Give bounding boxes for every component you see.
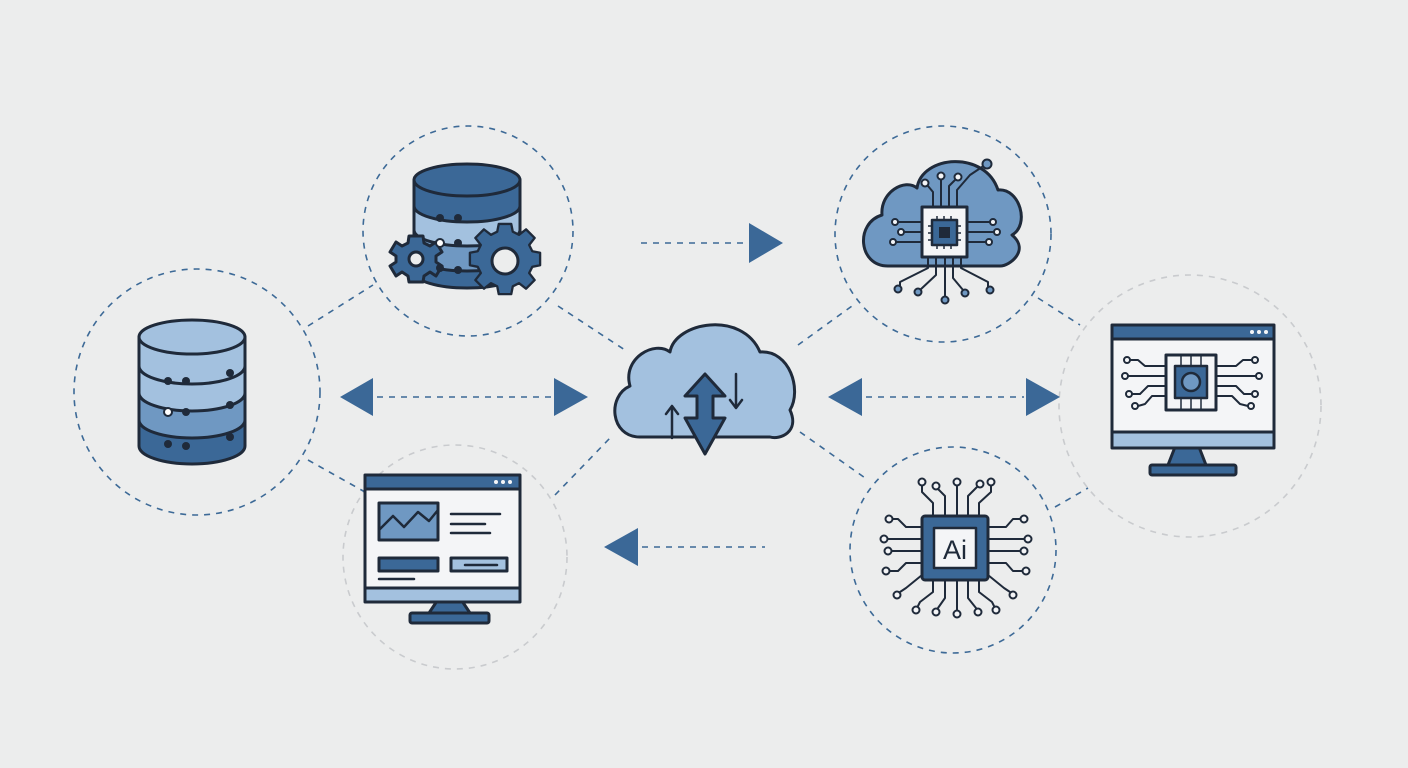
circle-cloud-chip <box>834 125 1052 343</box>
circle-dashboard <box>342 444 568 670</box>
ai-chip-label: Ai <box>943 535 967 565</box>
ai-chip-icon: Ai <box>879 477 1033 619</box>
monitor-chart-icon <box>363 473 522 625</box>
arrow-left-bottom <box>604 528 765 566</box>
database-gear-icon <box>388 162 542 296</box>
circle-database-left <box>73 268 321 516</box>
connector-lines <box>307 284 1089 508</box>
circle-database-gear <box>362 125 574 337</box>
circle-ai-chip <box>849 446 1057 654</box>
circle-chip-monitor <box>1058 274 1322 538</box>
cloud-sync-icon <box>613 323 796 456</box>
cloud-circuit-icon <box>862 158 1023 305</box>
arrow-double-left <box>340 378 588 416</box>
arrow-double-right <box>828 378 1060 416</box>
database-icon <box>137 318 247 466</box>
monitor-chip-icon <box>1110 323 1276 477</box>
arrow-right-top <box>641 223 783 263</box>
